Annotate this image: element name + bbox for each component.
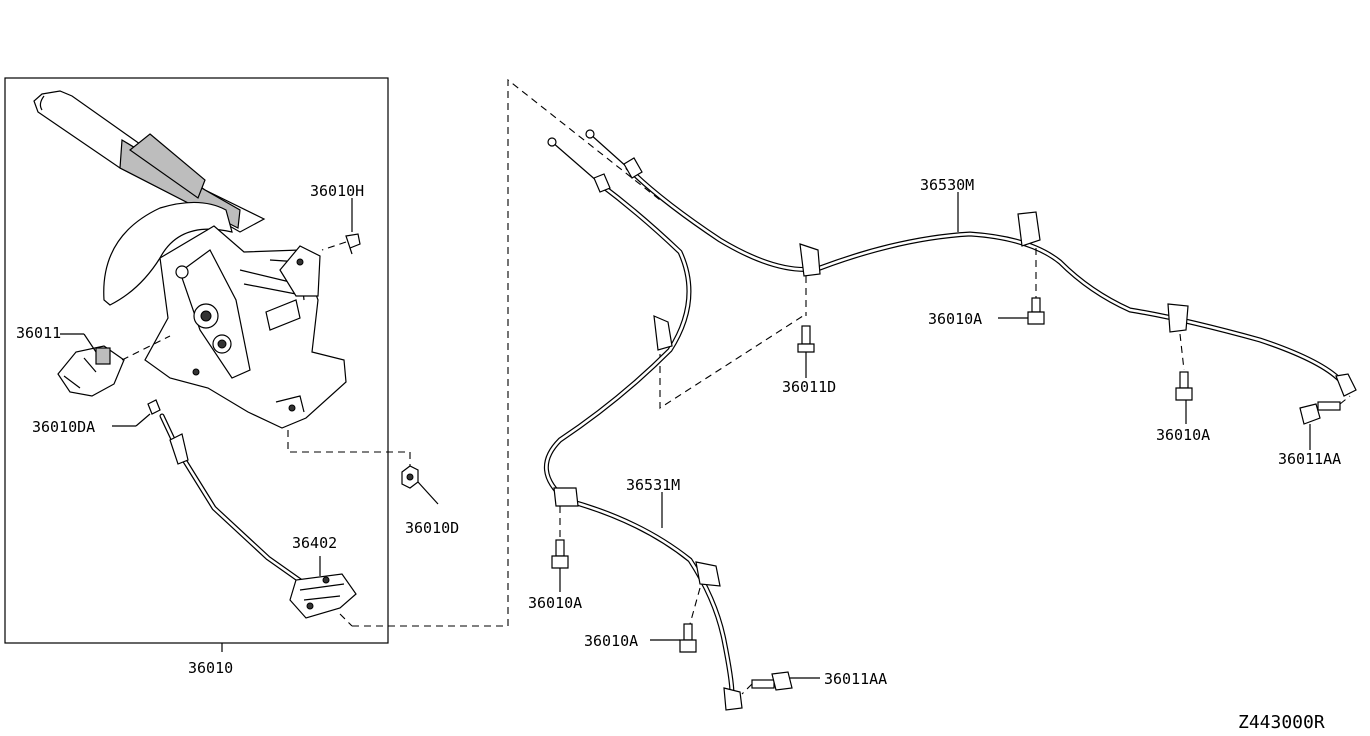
label-36011: 36011 [16,324,61,342]
label-36402: 36402 [292,534,337,552]
bolt-36011D [797,325,815,353]
assembly-36010-frame [4,77,389,644]
label-36010A-top: 36010A [928,310,982,328]
label-36010A-right: 36010A [1156,426,1210,444]
bolt-36011AA-right [1299,395,1351,425]
bolt-36010A-left1 [551,506,569,569]
leader-main [352,78,661,627]
bolt-36011AA-bottom [741,671,793,695]
nut-36010D [401,465,439,505]
label-36010A-left1: 36010A [528,594,582,612]
label-36010H: 36010H [310,182,364,200]
front-cable-36402 [159,413,357,627]
bolt-36010A-right [1175,333,1193,401]
label-36011AA-right: 36011AA [1278,450,1341,468]
switch-36011 [57,333,171,397]
rear-cable-36530M [585,129,1357,397]
label-36011AA-bottom: 36011AA [824,670,887,688]
clip-36010DA [112,399,161,427]
label-36010: 36010 [188,659,233,677]
leader-36011D [659,313,807,410]
clip-36010H [321,198,361,255]
label-36011D: 36011D [782,378,836,396]
leader-36010D [287,430,411,466]
label-36010D: 36010D [405,519,459,537]
diagram-code: Z443000R [1238,712,1325,733]
label-36531M: 36531M [626,476,680,494]
label-36010A-left2: 36010A [584,632,638,650]
parking-brake-lever [33,90,347,429]
bolt-36010A-top [1027,248,1045,325]
rear-cable-36531M [543,137,743,711]
label-36530M: 36530M [920,176,974,194]
bolt-36010A-left2 [679,587,701,653]
label-36010DA: 36010DA [32,418,95,436]
